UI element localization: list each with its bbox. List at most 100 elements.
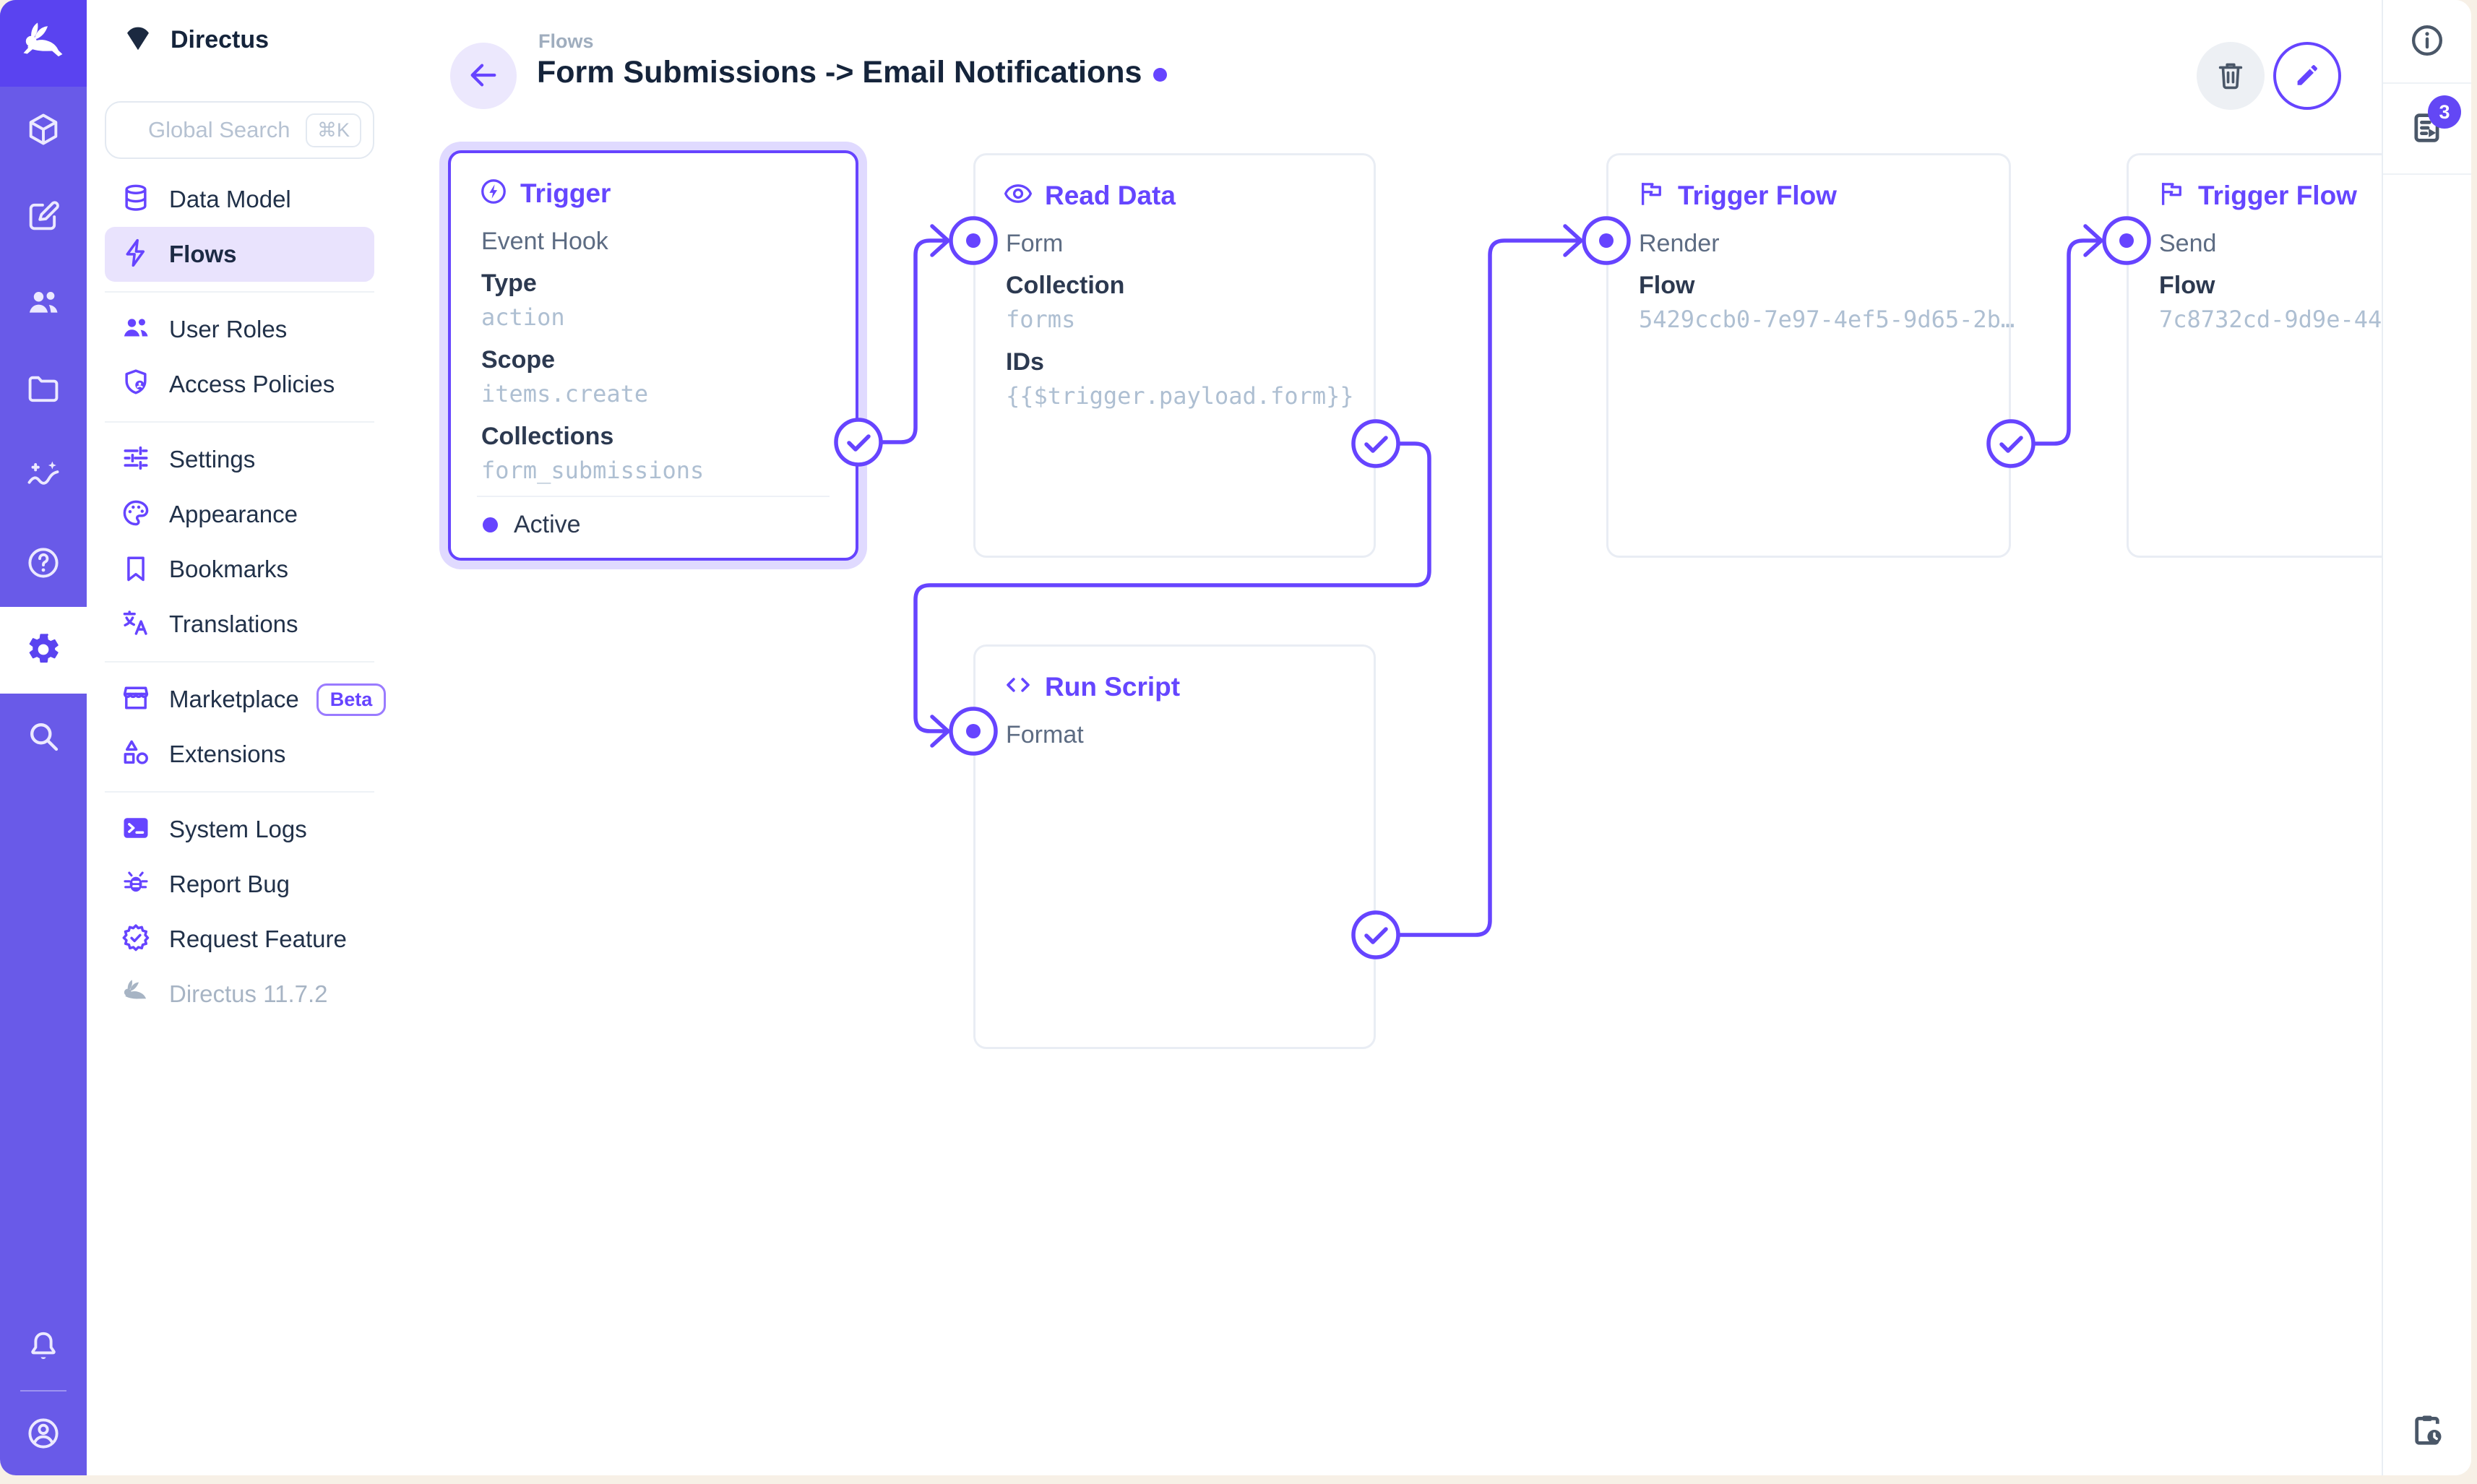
- back-button[interactable]: [450, 43, 517, 109]
- rail-divider: [2383, 173, 2471, 175]
- terminal-icon: [120, 812, 152, 847]
- sidebar-item-bookmarks[interactable]: Bookmarks: [105, 542, 374, 597]
- active-status-dot: [483, 517, 498, 532]
- sidebar-item-label: Bookmarks: [169, 556, 289, 582]
- node-title: Trigger Flow: [2198, 180, 2357, 210]
- tune-icon: [120, 442, 152, 478]
- edit-flow-button[interactable]: [2273, 42, 2341, 110]
- extensions-icon: [120, 737, 152, 772]
- seal-check-icon: [120, 922, 152, 957]
- sidebar-item-label: Report Bug: [169, 871, 290, 897]
- sidebar-item-label: Flows: [169, 241, 237, 267]
- search-placeholder: Global Search: [148, 117, 290, 142]
- logs-count-badge: 3: [2428, 95, 2461, 129]
- sidebar-divider: [105, 421, 374, 423]
- sidebar-item-marketplace[interactable]: Marketplace Beta: [105, 672, 387, 727]
- sidebar-item-extensions[interactable]: Extensions: [105, 727, 374, 782]
- user-roles-icon: [120, 312, 152, 348]
- flow-node-run-script[interactable]: Run Script Format: [973, 644, 1376, 1049]
- sidebar-drawer-rail: 3: [2382, 0, 2471, 1475]
- folder-icon: [25, 371, 62, 410]
- node-title: Trigger Flow: [1678, 180, 1837, 210]
- logs-drawer-button[interactable]: 3: [2383, 84, 2471, 173]
- flag-icon: [1636, 178, 1666, 212]
- field-label: Flow: [2159, 272, 2215, 299]
- rail-divider: [2383, 82, 2471, 84]
- notifications-button[interactable]: [0, 1304, 87, 1391]
- module-help-button[interactable]: [0, 520, 87, 607]
- rail-spacer: [2383, 175, 2471, 1386]
- sidebar-item-access-policies[interactable]: Access Policies: [105, 357, 374, 412]
- flow-node-trigger-flow-send[interactable]: Trigger Flow Send Flow 7c8732cd-9d9e-44b…: [2127, 153, 2386, 558]
- sidebar-item-request-feature[interactable]: Request Feature: [105, 912, 374, 967]
- rabbit-logo-icon: [20, 18, 67, 69]
- module-files-button[interactable]: [0, 347, 87, 433]
- wire-trigger-to-read-data: [879, 238, 949, 444]
- project-switcher[interactable]: Directus: [87, 16, 395, 64]
- module-bar-divider: [20, 1390, 66, 1392]
- module-search-button[interactable]: [0, 694, 87, 780]
- breadcrumb[interactable]: Flows: [538, 30, 594, 52]
- module-settings-button[interactable]: [0, 607, 87, 694]
- user-menu-button[interactable]: [0, 1391, 87, 1475]
- version-label: Directus 11.7.2: [169, 980, 328, 1007]
- sidebar-item-label: System Logs: [169, 816, 307, 842]
- info-drawer-button[interactable]: [2383, 0, 2471, 82]
- wire-arrowhead: [1563, 224, 1583, 257]
- global-search-input[interactable]: Global Search ⌘K: [105, 101, 374, 159]
- sidebar-item-report-bug[interactable]: Report Bug: [105, 857, 374, 912]
- sidebar-item-settings[interactable]: Settings: [105, 432, 374, 487]
- cube-icon: [25, 111, 62, 150]
- rabbit-icon: [120, 977, 152, 1012]
- module-insights-button[interactable]: [0, 433, 87, 520]
- sidebar-divider: [105, 291, 374, 293]
- sidebar-item-translations[interactable]: Translations: [105, 597, 374, 652]
- sidebar-item-data-model[interactable]: Data Model: [105, 172, 374, 227]
- bookmark-icon: [120, 552, 152, 587]
- delete-flow-button[interactable]: [2197, 42, 2265, 110]
- insights-icon: [25, 457, 62, 497]
- wire-run-script-to-render: [1396, 238, 1582, 937]
- field-value: form_submissions: [481, 457, 705, 484]
- status-label: Active: [514, 511, 581, 538]
- sidebar-divider: [105, 661, 374, 663]
- sidebar-item-flows[interactable]: Flows: [105, 227, 374, 282]
- account-circle-icon: [25, 1415, 62, 1454]
- unsaved-status-dot: [1153, 68, 1168, 82]
- translate-icon: [120, 607, 152, 642]
- bolt-circle-icon: [478, 176, 509, 210]
- flow-node-trigger[interactable]: Trigger Event Hook Type action Scope ite…: [448, 150, 858, 561]
- field-label: IDs: [1006, 348, 1044, 376]
- flow-node-trigger-flow-render[interactable]: Trigger Flow Render Flow 5429ccb0-7e97-4…: [1606, 153, 2015, 558]
- page-title: Form Submissions -> Email Notifications: [537, 55, 1168, 90]
- sidebar-divider: [105, 791, 374, 793]
- sidebar-item-appearance[interactable]: Appearance: [105, 487, 374, 542]
- flow-canvas: Flows Form Submissions -> Email Notifica…: [395, 0, 2386, 1475]
- field-label: Flow: [1639, 272, 1695, 299]
- module-editor-button[interactable]: [0, 173, 87, 260]
- sidebar-item-label: Access Policies: [169, 371, 335, 397]
- wire-arrowhead: [930, 224, 950, 257]
- flow-node-read-data[interactable]: Read Data Form Collection forms IDs {{$t…: [973, 153, 1376, 558]
- wire-arrowhead: [930, 715, 950, 748]
- sidebar-item-user-roles[interactable]: User Roles: [105, 302, 374, 357]
- navigation-sidebar: Directus Global Search ⌘K Data Model Flo…: [87, 0, 395, 1475]
- logs-icon: [2408, 109, 2446, 149]
- module-bar: [0, 0, 87, 1475]
- module-users-button[interactable]: [0, 260, 87, 347]
- bell-icon: [25, 1328, 62, 1368]
- sidebar-nav: Data Model Flows User Roles Access Polic…: [87, 172, 395, 1022]
- directus-logo-button[interactable]: [0, 0, 87, 87]
- module-content-button[interactable]: [0, 87, 87, 173]
- field-value: 5429ccb0-7e97-4ef5-9d65-2b…: [1639, 306, 2015, 333]
- field-label: Collection: [1006, 272, 1125, 299]
- palette-icon: [120, 497, 152, 532]
- search-shortcut-kbd: ⌘K: [305, 113, 361, 147]
- node-title: Read Data: [1045, 180, 1176, 210]
- node-footer-divider: [477, 496, 830, 497]
- pending-revisions-button[interactable]: [2383, 1386, 2471, 1475]
- sidebar-item-label: Data Model: [169, 186, 291, 212]
- clipboard-clock-icon: [2408, 1411, 2446, 1451]
- sidebar-item-system-logs[interactable]: System Logs: [105, 802, 374, 857]
